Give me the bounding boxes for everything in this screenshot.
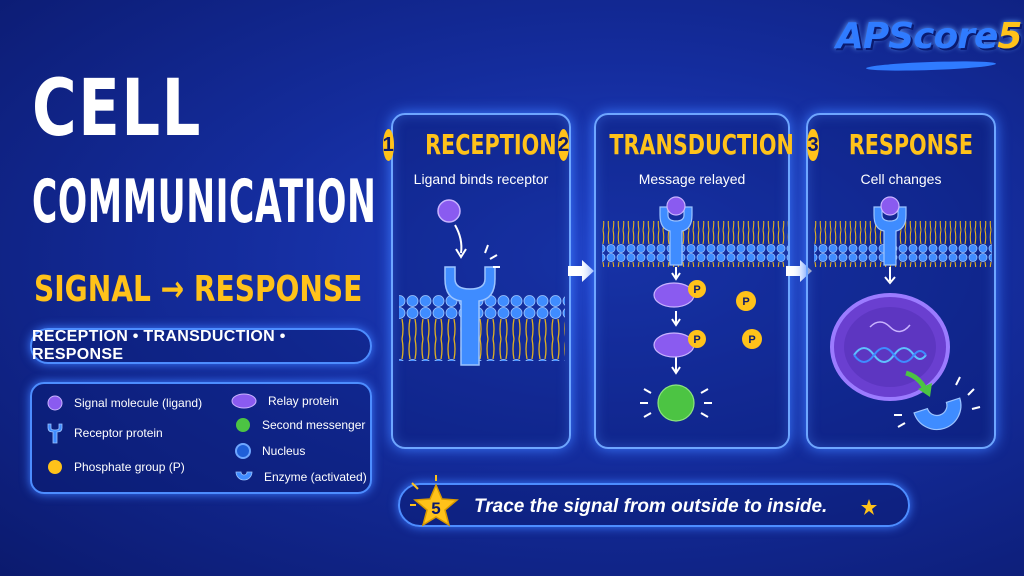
- phosphate-icon: P: [688, 280, 706, 298]
- receptor-icon: [659, 206, 693, 266]
- dna-icon: [853, 347, 927, 363]
- relay-protein-icon: [231, 393, 257, 409]
- panel-header: 3 RESPONSE: [807, 128, 994, 161]
- sparkle-lines: [640, 388, 712, 418]
- nucleus-icon: [235, 443, 251, 459]
- nucleus-icon: [830, 293, 950, 401]
- legend-item-nucleus: Nucleus: [234, 442, 305, 460]
- legend-label: Relay protein: [268, 394, 339, 408]
- relay-protein-icon: [653, 332, 695, 358]
- star-badge-icon: 5: [410, 475, 459, 527]
- legend-item-receptor: Receptor protein: [46, 422, 163, 444]
- step-arrow-icon: [568, 260, 594, 282]
- logo-swoosh: [865, 59, 997, 73]
- svg-text:P: P: [748, 334, 755, 346]
- panel-subtitle: Cell changes: [860, 171, 942, 187]
- legend-item-enzyme: Enzyme (activated): [234, 468, 367, 486]
- apscore-logo: APScore5: [836, 16, 1022, 57]
- phosphate-icon: [48, 460, 62, 474]
- prompt-text: Trace the signal from outside to inside.: [474, 496, 828, 517]
- phosphate-icon: P: [688, 330, 706, 348]
- panel-subtitle: Message relayed: [638, 171, 746, 187]
- step-number-badge: 1: [382, 129, 394, 161]
- legend: Signal molecule (ligand) Receptor protei…: [30, 382, 372, 494]
- steps-summary-text: RECEPTION • TRANSDUCTION • RESPONSE: [32, 328, 286, 363]
- second-messenger-icon: [657, 384, 695, 422]
- panel-transduction: 2 TRANSDUCTION Message relayed P P P: [557, 113, 794, 449]
- step-arrow-icon: [786, 260, 812, 282]
- legend-label: Phosphate group (P): [74, 460, 185, 474]
- cell-membrane: [814, 221, 992, 267]
- enzyme-icon: [913, 397, 962, 431]
- ligand-icon: [880, 196, 900, 216]
- ligand-icon: [666, 196, 686, 216]
- sparkle-lines: [484, 244, 500, 268]
- enzyme-icon: [235, 471, 253, 481]
- phosphate-icon: P: [742, 329, 762, 349]
- legend-item-ligand: Signal molecule (ligand): [46, 394, 202, 412]
- receptor-icon: [873, 206, 907, 266]
- title-line2: COMMUNICATION: [32, 167, 377, 237]
- step-number-badge: 3: [807, 129, 819, 161]
- svg-text:P: P: [693, 284, 700, 296]
- second-messenger-icon: [236, 418, 250, 432]
- legend-label: Second messenger: [262, 418, 366, 432]
- reception-illustration: [399, 199, 565, 366]
- phosphate-icon: P: [736, 291, 756, 311]
- cell-membrane: [399, 295, 565, 361]
- panel-subtitle: Ligand binds receptor: [413, 171, 549, 187]
- sparkle-lines: [894, 376, 981, 428]
- legend-item-phosphate: Phosphate group (P): [46, 458, 185, 476]
- signal-arrow: [884, 267, 896, 285]
- cell-membrane: [602, 221, 788, 267]
- subtitle: SIGNAL → RESPONSE: [34, 269, 363, 310]
- receptor-icon: [47, 423, 63, 444]
- transduction-illustration: P P P P: [602, 196, 788, 422]
- relay-arrows: [671, 267, 681, 375]
- practice-prompt: 5 Trace the signal from outside to insid…: [398, 475, 910, 527]
- panel-title: TRANSDUCTION: [609, 128, 794, 161]
- panel-response: 3 RESPONSE Cell changes: [806, 113, 996, 449]
- legend-item-second-messenger: Second messenger: [234, 416, 365, 434]
- panel-header: 2 TRANSDUCTION: [557, 129, 794, 161]
- ligand-icon: [47, 395, 63, 411]
- logo-text: APScore: [836, 16, 998, 57]
- legend-item-relay: Relay protein: [230, 392, 339, 410]
- receptor-icon: [444, 266, 496, 366]
- steps-summary-pill: RECEPTION • TRANSDUCTION • RESPONSE: [30, 328, 372, 364]
- small-star-icon: [861, 499, 877, 515]
- legend-label: Signal molecule (ligand): [74, 396, 203, 410]
- relay-protein-icon: [653, 282, 695, 308]
- panel-header: 1 RECEPTION: [382, 128, 569, 161]
- legend-label: Receptor protein: [74, 426, 163, 440]
- panel-title: RECEPTION: [424, 128, 557, 161]
- star-badge-number: 5: [431, 499, 440, 518]
- legend-label: Nucleus: [262, 444, 306, 458]
- panel-reception: 1 RECEPTION Ligand binds receptor: [382, 113, 571, 449]
- step-number-badge: 2: [557, 129, 569, 161]
- svg-text:P: P: [742, 296, 749, 308]
- response-illustration: [814, 196, 992, 431]
- svg-text:P: P: [693, 334, 700, 346]
- ligand-icon: [437, 199, 461, 223]
- panel-title: RESPONSE: [848, 128, 973, 161]
- title-line1: CELL: [32, 64, 202, 154]
- legend-label: Enzyme (activated): [264, 470, 367, 484]
- binding-arrow: [454, 224, 463, 254]
- logo-number: 5: [997, 16, 1022, 57]
